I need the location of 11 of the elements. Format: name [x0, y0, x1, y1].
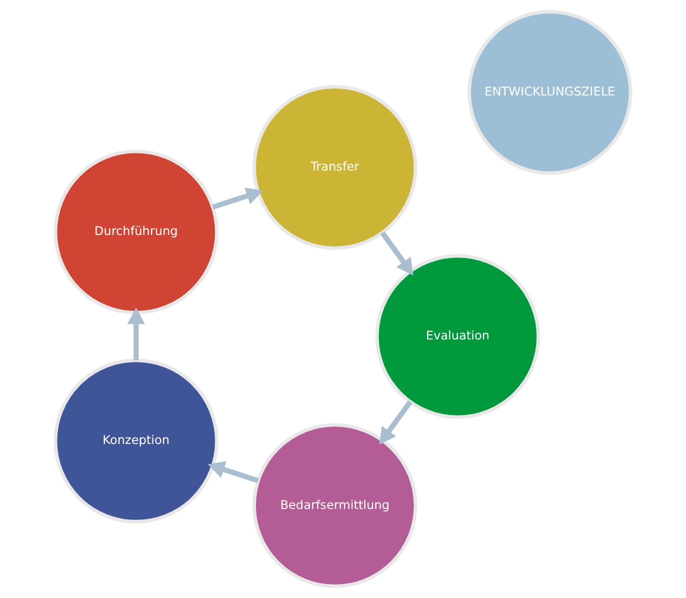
node-circle: ENTWICKLUNGSZIELE: [468, 10, 632, 175]
node-circle: Evaluation: [375, 254, 540, 419]
arrow: [379, 400, 412, 445]
arrow: [127, 307, 145, 360]
node-circle: Durchführung: [54, 150, 218, 314]
node-circle: Bedarfsermittlung: [252, 423, 418, 588]
node-circle: Konzeption: [54, 358, 218, 524]
arrow: [212, 188, 264, 210]
node-circle: Transfer: [252, 85, 418, 250]
arrow: [380, 231, 414, 276]
arrow: [208, 461, 259, 484]
